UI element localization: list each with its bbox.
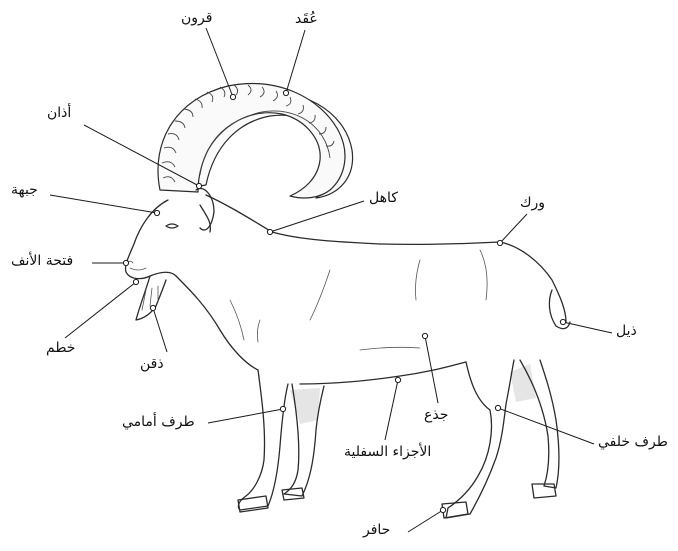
leader-dot-forehead [154, 210, 159, 215]
label-forehead: جبهة [11, 181, 38, 199]
label-forelimb: طرف أمامي [122, 413, 195, 431]
leader-line-knots [286, 30, 305, 93]
legs-drawing [238, 360, 559, 518]
leader-dot-hoof [440, 507, 445, 512]
label-knots: عُقَد [295, 10, 318, 28]
leader-line-hindlimb [498, 408, 594, 444]
label-hindlimb: طرف خلفي [598, 433, 668, 451]
leader-line-underparts [385, 380, 398, 440]
leader-dot-ears [196, 183, 201, 188]
leader-line-withers [270, 201, 364, 232]
label-horns: قرون [181, 9, 212, 27]
leader-lines [50, 28, 612, 532]
label-withers: كاهل [369, 189, 398, 207]
leader-line-forelimb [208, 409, 283, 423]
leader-line-forehead [50, 195, 157, 213]
leader-dot-horns [230, 94, 235, 99]
leader-line-hoof [408, 510, 443, 532]
label-beard: ذقن [140, 355, 164, 373]
label-nostril: فتحة الأنف [11, 252, 73, 270]
label-ears: أذان [47, 104, 71, 122]
label-tail: ذيل [616, 322, 637, 340]
leader-line-beard [153, 308, 167, 352]
head-drawing [125, 188, 214, 320]
leader-dot-trunk [422, 333, 427, 338]
label-hoof: حافر [363, 521, 390, 539]
leader-dot-forelimb [280, 406, 285, 411]
leader-dot-hip [497, 240, 502, 245]
body-drawing [176, 195, 570, 384]
leader-dot-underparts [395, 377, 400, 382]
leader-dot-muzzle [133, 279, 138, 284]
label-trunk: جذع [424, 406, 448, 424]
leader-dot-knots [283, 90, 288, 95]
leader-dot-withers [267, 229, 272, 234]
leader-line-muzzle [65, 282, 136, 338]
leader-dot-tail [560, 319, 565, 324]
label-underparts: الأجزاء السفلية [344, 443, 431, 461]
leader-line-hip [500, 214, 527, 243]
horn-drawing [158, 84, 353, 198]
leader-line-horns [206, 28, 233, 97]
leader-dot-hindlimb [495, 405, 500, 410]
label-hip: ورك [520, 194, 545, 212]
leader-dot-beard [150, 305, 155, 310]
label-muzzle: خطم [46, 339, 75, 357]
leader-dot-nostril [123, 260, 128, 265]
leader-line-tail [563, 322, 612, 333]
